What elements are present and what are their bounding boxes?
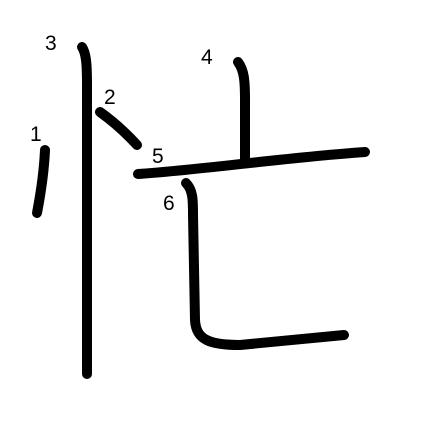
stroke-number-1: 1 bbox=[30, 123, 42, 146]
stroke-number-6: 6 bbox=[163, 192, 175, 215]
stroke-number-3: 3 bbox=[45, 32, 57, 55]
stroke-3 bbox=[77, 42, 92, 379]
stroke-1 bbox=[32, 145, 50, 218]
stroke-5 bbox=[133, 147, 370, 179]
stroke-number-4: 4 bbox=[201, 46, 213, 69]
stroke-2 bbox=[95, 107, 142, 150]
stroke-number-5: 5 bbox=[152, 145, 164, 168]
stroke-6 bbox=[181, 178, 349, 350]
stroke-4 bbox=[233, 57, 250, 165]
stroke-number-2: 2 bbox=[104, 86, 116, 109]
